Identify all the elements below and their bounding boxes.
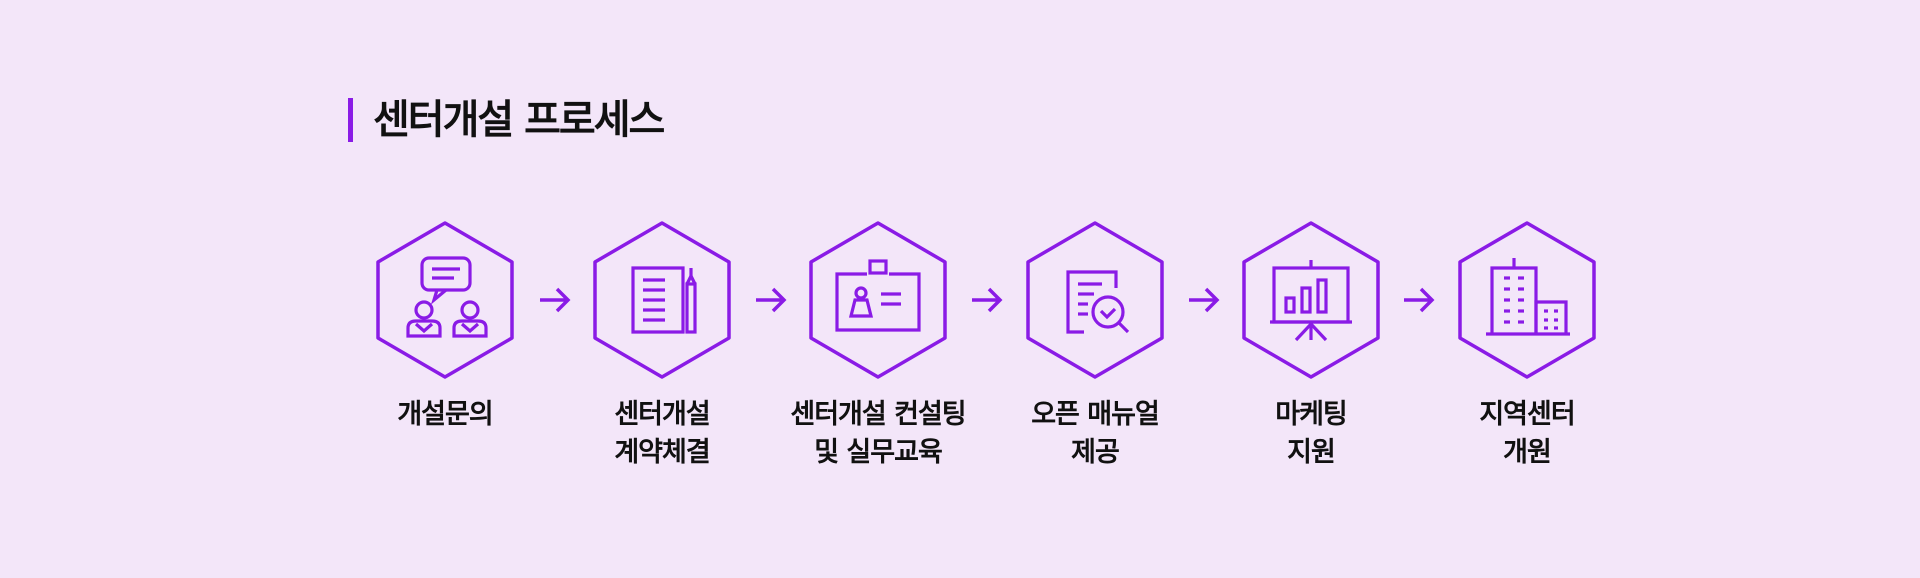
presentation-chart-icon [1242,221,1380,379]
step-label: 개설문의 [397,399,493,430]
training-board-icon [809,221,947,379]
page-title: 센터개설 프로세스 [373,97,665,143]
step-label: 지역센터 개원 [1479,399,1575,468]
consultation-people-icon [376,221,514,379]
step-label: 마케팅 지원 [1275,399,1348,468]
step-label: 센터개설 컨설팅 및 실무교육 [790,399,966,468]
page-header: 센터개설 프로세스 [348,97,665,143]
buildings-icon [1458,221,1596,379]
manual-search-icon [1026,221,1164,379]
process-step-4: 오픈 매뉴얼 제공 [985,218,1205,472]
process-step-6: 지역센터 개원 [1417,218,1637,472]
process-step-1: 개설문의 [335,218,555,434]
arrow-right-icon [1189,287,1220,313]
process-step-5: 마케팅 지원 [1201,218,1421,472]
process-step-2: 센터개설 계약체결 [552,218,772,472]
arrow-right-icon [972,287,1003,313]
step-label: 센터개설 계약체결 [614,399,710,468]
contract-document-icon [593,221,731,379]
arrow-right-icon [756,287,787,313]
step-label: 오픈 매뉴얼 제공 [1031,399,1160,468]
title-accent-bar [348,98,353,142]
arrow-right-icon [1404,287,1435,313]
process-step-3: 센터개설 컨설팅 및 실무교육 [768,218,988,472]
arrow-right-icon [540,287,571,313]
